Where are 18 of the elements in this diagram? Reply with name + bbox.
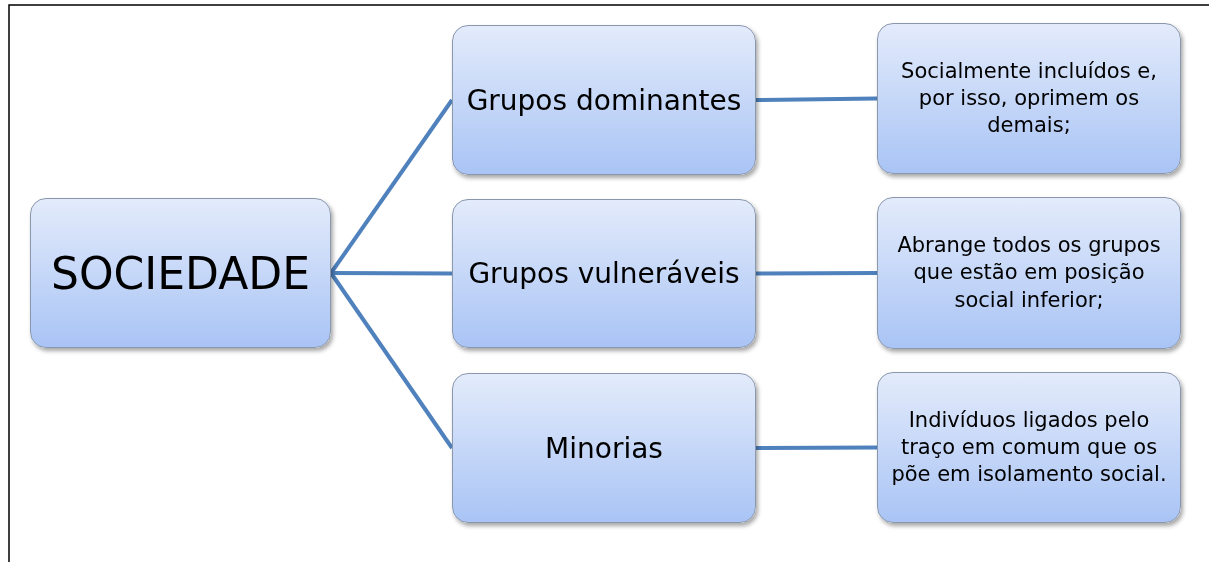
rounded-box [452, 25, 756, 175]
box-text: Grupos dominantes [466, 82, 742, 118]
rounded-box [30, 198, 331, 348]
rounded-box [877, 372, 1181, 523]
connector-line [756, 445, 877, 450]
box-text: Abrange todos os grupos que estão em posição social inferior; [896, 232, 1162, 314]
box-text: SOCIEDADE [51, 246, 310, 301]
connector-line [756, 271, 877, 276]
rounded-box [452, 373, 756, 523]
box-text: Indivíduos ligados pelo traço em comum que os põe em isolamento social. [890, 406, 1168, 489]
connector-line [755, 96, 878, 102]
connector-line [331, 271, 452, 276]
rounded-box [452, 199, 756, 348]
box-text: Grupos vulneráveis [468, 256, 740, 291]
rounded-box [877, 23, 1181, 174]
box-text: Minorias [545, 430, 663, 466]
box-text: Socialmente incluídos e, por isso, oprimem os demais; [900, 57, 1158, 140]
rounded-box [877, 197, 1181, 349]
